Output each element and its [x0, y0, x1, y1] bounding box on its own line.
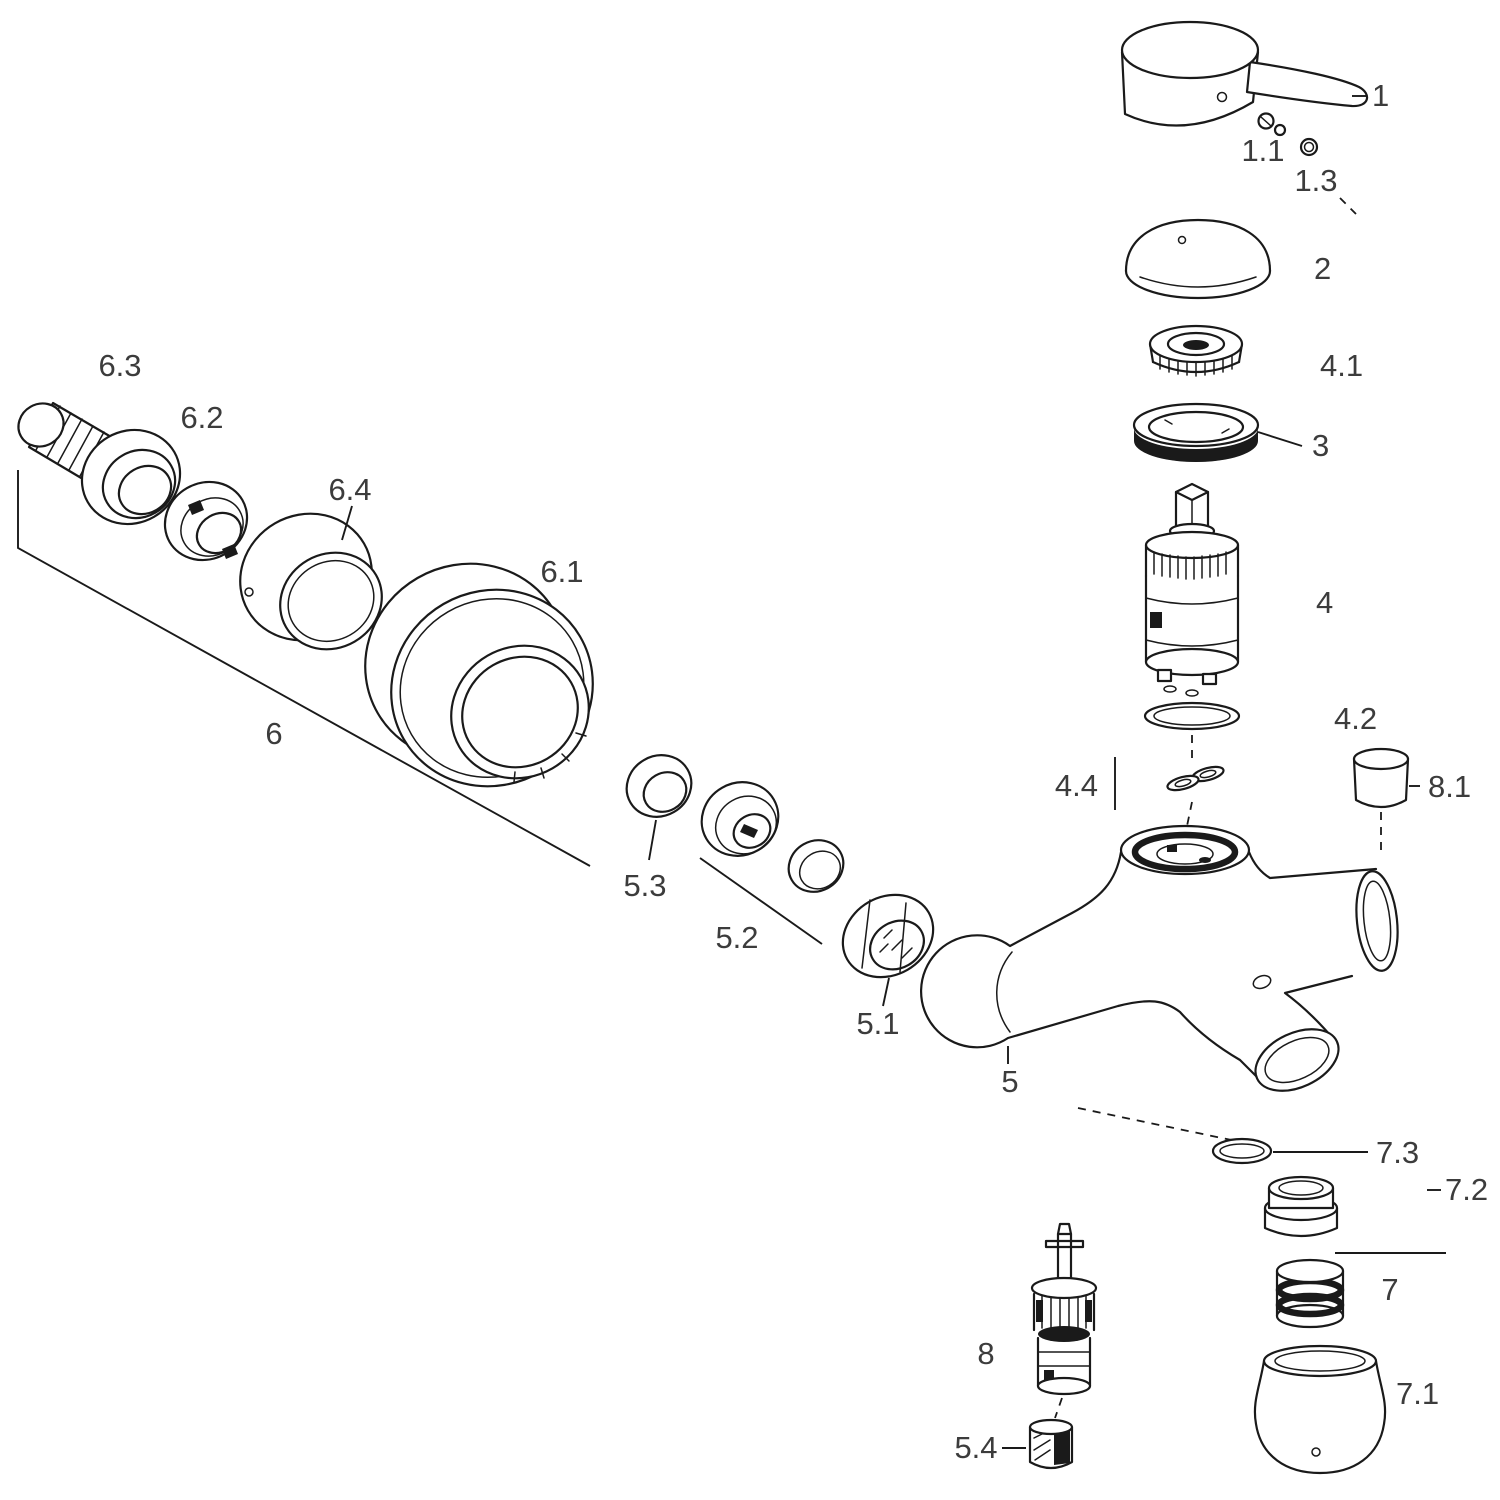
label-5-1: 5.1 [856, 1006, 899, 1041]
part-6-1-escutcheon [364, 562, 594, 788]
label-7-1: 7.1 [1396, 1376, 1439, 1411]
right-arm-opening [1355, 870, 1399, 972]
part-7-aerator-insert [1275, 1258, 1345, 1329]
label-4-2: 4.2 [1334, 701, 1377, 736]
label-8: 8 [977, 1336, 994, 1371]
label-3: 3 [1312, 428, 1329, 463]
part-6-4-sleeve [239, 512, 383, 651]
part-7-3-o-ring [1211, 1137, 1273, 1165]
label-6-1: 6.1 [540, 554, 583, 589]
label-7-2: 7.2 [1445, 1172, 1488, 1207]
handle-screw-hole [1216, 91, 1228, 103]
leader-lines [17, 95, 1446, 1449]
part-7-2-housing [1263, 1175, 1339, 1238]
part-1-1-screw [1257, 112, 1287, 137]
spout-outlet-opening [1254, 1028, 1340, 1092]
part-labels: 1 1.1 1.3 2 4.1 3 4 4.2 4.4 8.1 5 5.1 5.… [98, 78, 1488, 1465]
part-4-4-washers [1166, 765, 1225, 792]
part-5-4-insert-bush [1028, 1418, 1074, 1470]
label-4-4: 4.4 [1055, 768, 1098, 803]
part-7-1-spout-end [1253, 1344, 1387, 1475]
label-7: 7 [1381, 1272, 1398, 1307]
part-4-1-knurled-ring [1148, 324, 1244, 377]
part-5-1-union-nut [841, 893, 935, 979]
part-6-2-slotted-adapter [163, 480, 249, 562]
part-1-3-plug [1299, 137, 1319, 157]
label-4: 4 [1316, 585, 1333, 620]
label-6-4: 6.4 [328, 472, 371, 507]
part-6-3-eccentric-union [17, 401, 182, 526]
part-3-flange [1132, 402, 1260, 462]
part-5-mixer-body [919, 824, 1399, 1092]
label-5-3: 5.3 [623, 868, 666, 903]
label-5-4: 5.4 [954, 1430, 997, 1465]
label-6-2: 6.2 [180, 400, 223, 435]
part-2-dome-cap [1124, 218, 1272, 300]
part-5-2-adapter [700, 781, 845, 893]
label-5: 5 [1001, 1064, 1018, 1099]
label-1: 1 [1372, 78, 1389, 113]
part-1-lever-handle [1120, 20, 1369, 127]
part-4-2-o-ring [1143, 701, 1241, 731]
part-8-1-cap [1352, 747, 1410, 809]
label-8-1: 8.1 [1428, 769, 1471, 804]
part-8-check-valve [1030, 1222, 1098, 1396]
label-4-1: 4.1 [1320, 348, 1363, 383]
label-1-1: 1.1 [1241, 133, 1284, 168]
part-4-cartridge [1144, 482, 1240, 697]
label-1-3: 1.3 [1294, 163, 1337, 198]
label-5-2: 5.2 [715, 920, 758, 955]
label-6: 6 [265, 716, 282, 751]
label-7-3: 7.3 [1376, 1135, 1419, 1170]
label-2: 2 [1314, 251, 1331, 286]
part-5-3-ring [625, 754, 693, 818]
label-6-3: 6.3 [98, 348, 141, 383]
